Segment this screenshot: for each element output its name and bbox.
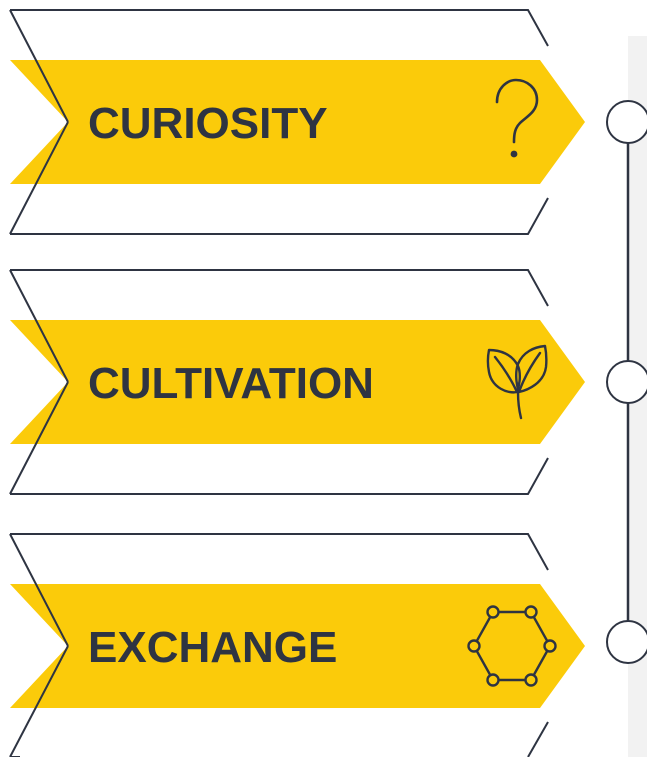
question-mark-icon bbox=[495, 78, 539, 158]
step-label: CULTIVATION bbox=[88, 359, 374, 408]
step-band bbox=[10, 60, 585, 184]
step-label: EXCHANGE bbox=[88, 623, 337, 672]
step-band bbox=[10, 584, 585, 708]
step-band bbox=[10, 320, 585, 444]
chevron-left-edge bbox=[9, 269, 69, 383]
hexagon-network-icon bbox=[467, 605, 557, 687]
chevron-bottom-outline bbox=[10, 197, 549, 235]
chevron-top-outline bbox=[10, 533, 549, 571]
timeline bbox=[606, 100, 647, 664]
step-cultivation: CULTIVATION bbox=[9, 269, 585, 495]
chevron-bottom-outline bbox=[10, 457, 549, 495]
chevron-top-outline bbox=[10, 9, 549, 47]
chevron-left-edge bbox=[9, 533, 69, 647]
step-label: CURIOSITY bbox=[88, 99, 328, 148]
chevron-left-edge-lower bbox=[9, 645, 69, 757]
step-exchange: EXCHANGE bbox=[9, 533, 585, 757]
sprout-leaves-icon bbox=[486, 344, 548, 420]
timeline-node-2 bbox=[606, 360, 647, 404]
step-curiosity: CURIOSITY bbox=[9, 9, 585, 235]
chevron-left-edge-lower bbox=[9, 121, 69, 235]
chevron-left-edge-lower bbox=[9, 381, 69, 495]
chevron-bottom-edge bbox=[527, 721, 549, 757]
timeline-node-1 bbox=[606, 100, 647, 144]
chevron-top-outline bbox=[10, 269, 549, 307]
timeline-node-3 bbox=[606, 620, 647, 664]
chevron-left-edge bbox=[9, 9, 69, 123]
